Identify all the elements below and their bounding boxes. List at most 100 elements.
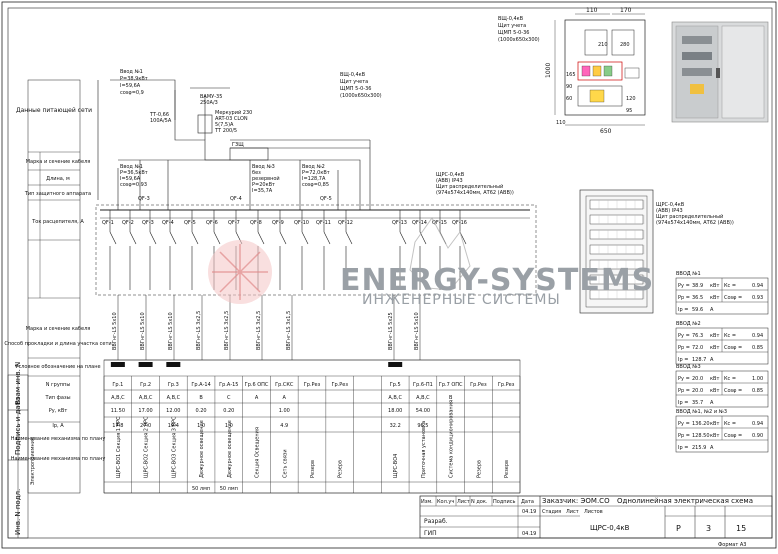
vamu-label-2: 250А/3: [200, 100, 218, 106]
stamp-sheets-h: Листов: [584, 509, 603, 515]
summary-cell: 36.5: [692, 295, 703, 301]
feeder-label: QF-1: [102, 220, 114, 226]
cable-label: ВВГнг-LS 3х2,5: [196, 311, 202, 350]
summary-cell: Pу =: [678, 283, 690, 289]
cable-label: ВВГнг-LS 3х2,5: [256, 311, 262, 350]
feeder-label: QF-15: [432, 220, 447, 226]
group-cell: А,В,С: [167, 395, 181, 401]
counter-line-2: ART-03 CLON: [215, 116, 248, 122]
cabinet-title-3: ЩМП 5-0-36: [498, 30, 529, 36]
mechanism-name: Резерв: [338, 460, 344, 478]
shield-line-1: ЩРС-0,4кВ: [436, 172, 465, 178]
stamp-stage-h: Стадия: [542, 509, 561, 515]
stamp-col-kol: Кол.уч: [437, 499, 454, 505]
cabinet-photo: [671, 21, 769, 123]
group-cell: 32.2: [390, 423, 401, 429]
mechanism-name: Сеть связи: [282, 449, 288, 478]
group-row-header: Наименование механизма по плану: [11, 456, 106, 462]
watermark-line-2: ИНЖЕНЕРНЫЕ СИСТЕМЫ: [362, 292, 561, 308]
summary-cell: кВт: [710, 345, 719, 351]
dim-w-top2: 170: [620, 7, 632, 14]
summary-cell: 0.93: [752, 295, 763, 301]
group-cell: Гр.5: [390, 382, 401, 388]
input-circuit: [97, 79, 371, 210]
group-cell: Гр.СКС: [275, 382, 294, 388]
dim-d1: 165: [566, 72, 576, 78]
left-label-current: Ток расцепителя, А: [31, 219, 84, 225]
feeder-label: QF-11: [316, 220, 331, 226]
group-cell: Гр.7 ОПС: [439, 382, 463, 388]
group-cell: А,В,С: [416, 395, 430, 401]
input1-label: Ввод №1: [120, 164, 143, 170]
group-cell: 17.8: [112, 423, 123, 429]
group-cell: 96.5: [417, 423, 428, 429]
mechanism-name: ЩРС-ВО3 Секция 3 ВРС: [171, 416, 177, 478]
group-cell: Гр.6-П1: [413, 382, 433, 388]
group-row-header: N группы: [46, 382, 71, 388]
feeder-label: QF-7: [228, 220, 240, 226]
dim-d3: 280: [620, 42, 630, 48]
group-row-header: Тип фазы: [44, 395, 70, 401]
input3-p4: I=35,7А: [252, 188, 273, 194]
left-label-length: Длина, м: [46, 176, 70, 182]
tt-label-1: ТТ-0,66: [149, 112, 169, 118]
summary-cell: Iр =: [678, 357, 688, 363]
cable-label: ВВГнг-LS 3х1,5: [286, 311, 292, 350]
summary-title: ВВОД №1, №2 и №3: [676, 409, 727, 415]
summary-cell: Cosφ =: [724, 295, 742, 301]
stamp-title: Однолинейная электрическая схема: [617, 497, 753, 505]
stamp-sheet-h: Лист: [566, 509, 579, 515]
summary-cell: А: [710, 357, 714, 363]
feeder-label: QF-8: [250, 220, 262, 226]
shield-line-4: (974х574х140мм, АТ62 (АВВ)): [436, 190, 514, 196]
shield-line-3: Щит распределительный: [436, 183, 503, 190]
summary-cell: 128.50: [692, 433, 710, 439]
counter-line-3: 5(7,5)А: [215, 122, 234, 128]
fuse-label: ГЗЩ: [232, 142, 244, 148]
mechanism-name: ЩРС-ВО1 Секция 1 ВРС: [116, 416, 122, 478]
stamp-col-izm: Изм.: [421, 499, 433, 505]
summary-cell: 128.7: [692, 357, 706, 363]
vsch-line-1: ВЩ-0,4кВ: [340, 72, 366, 78]
side-stamp: Инв. N подл. Подпись и дата Взам инв. N: [7, 362, 29, 539]
group-cell: А,В,С: [139, 395, 153, 401]
mechanism-name: ЩРС-ВО4: [393, 454, 399, 478]
input1-p: P=36,5кВт: [120, 170, 148, 176]
group-cell: Гр.А-14: [191, 382, 210, 388]
left-label-symbol: Условное обозначение на плане: [15, 364, 100, 370]
cable-label: ВВГнг-LS 5х10: [140, 312, 146, 350]
mechanism-name: ЩРС-ВО2 Секция 2 ВРС: [144, 416, 150, 478]
breaker-top-2: QF-4: [230, 196, 242, 202]
group-cell: 17.00: [138, 408, 152, 414]
mechanism-name: Резерв: [504, 460, 510, 478]
group-cell: А: [283, 395, 287, 401]
input-line-cos: cosφ=0,9: [120, 90, 144, 96]
stamp-col-sign: Подпись: [493, 499, 516, 505]
summary-cell: Pр =: [678, 433, 690, 439]
summary-cell: 59.6: [692, 307, 703, 313]
feeder-label: QF-6: [206, 220, 218, 226]
dim-w-bottom: 650: [600, 128, 612, 135]
summary-cell: Pу =: [678, 333, 690, 339]
summary-title: ВВОД №3: [676, 364, 701, 370]
cable-label: ВВГнг-LS 5х10: [112, 312, 118, 350]
stamp-stage: Р: [676, 524, 681, 533]
group-cell: 0.20: [223, 408, 234, 414]
summary-cell: А: [710, 400, 714, 406]
summary-cell: Кс =: [724, 283, 736, 289]
feeder-label: QF-4: [162, 220, 174, 226]
side-label-2: Подпись и дата: [14, 397, 22, 455]
counter-line-4: ТТ 200/5: [214, 128, 237, 134]
summary-cell: А: [710, 307, 714, 313]
shield2-line-4: (974х574х140мм, АТ62 (АВВ)): [656, 220, 734, 226]
load-symbol: [166, 362, 181, 367]
mechanism-name: Резерв: [310, 460, 316, 478]
summary-cell: 0.90: [752, 433, 763, 439]
summary-cell: Iр =: [678, 307, 688, 313]
dim-d8: 110: [556, 120, 566, 126]
summary-cell: 38.9: [692, 283, 703, 289]
group-cell: 1.0: [225, 423, 233, 429]
feeder-label: QF-16: [452, 220, 467, 226]
